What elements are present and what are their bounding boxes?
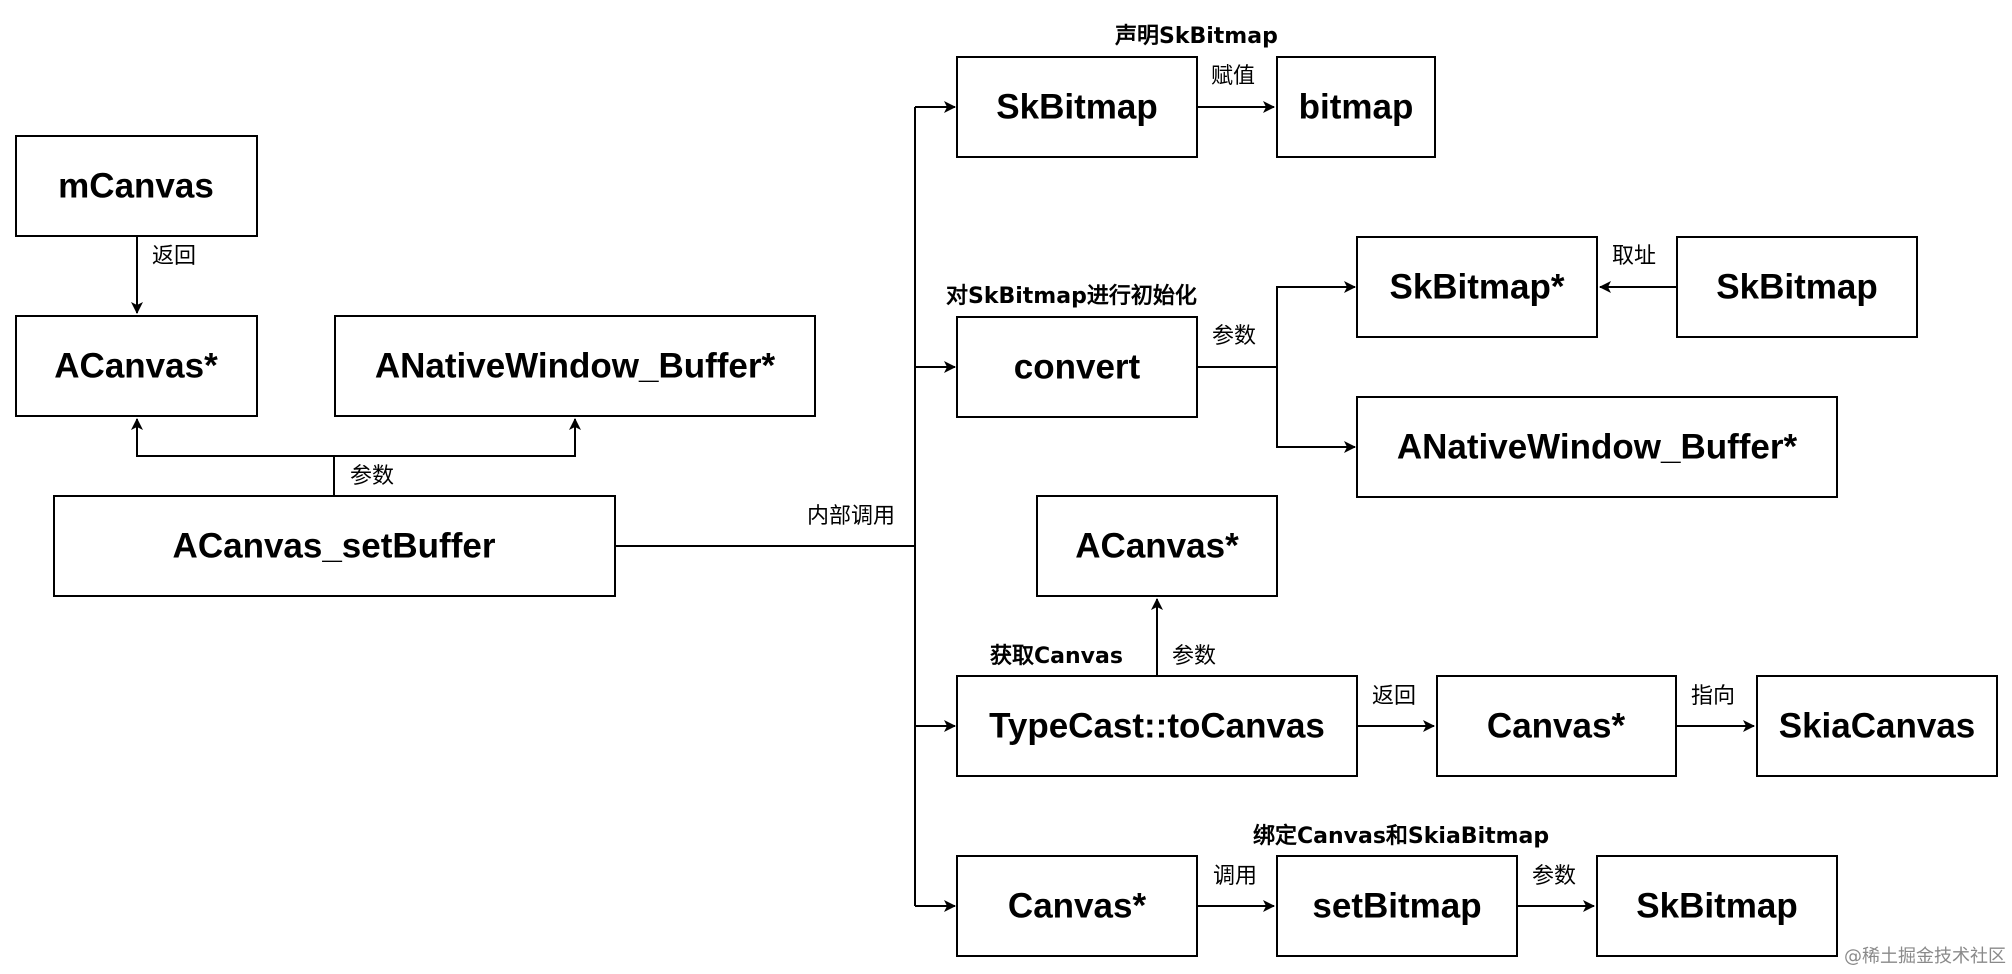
node-skiacanvas: SkiaCanvas [1756,675,1998,777]
label-init-skbitmap: 对SkBitmap进行初始化 [946,283,1197,309]
label-param-3: 参数 [1172,644,1216,669]
node-acanvas-left-label: ACanvas* [54,346,218,385]
edge-setbuffer-to-anw-buffer [334,418,581,457]
node-skbitmap-bottom-label: SkBitmap [1636,886,1797,925]
edge-convert-to-skbitmap-ptr [1276,281,1356,367]
node-convert-label: convert [1014,347,1141,386]
label-get-canvas: 获取Canvas [990,644,1123,669]
node-acanvas-right: ACanvas* [1036,495,1278,597]
node-skbitmap-ptr: SkBitmap* [1356,236,1598,338]
label-bind-canvas: 绑定Canvas和SkiaBitmap [1253,823,1549,849]
edge-convert-to-anw-buffer [1276,367,1356,453]
node-canvas-ptr-bottom-label: Canvas* [1008,886,1147,925]
watermark: @稀土掘金技术社区 [1844,946,2006,967]
node-canvas-ptr-mid-label: Canvas* [1487,706,1626,745]
label-return-1: 返回 [152,244,196,269]
node-skbitmap-src: SkBitmap [1676,236,1918,338]
node-bitmap-label: bitmap [1299,87,1414,126]
node-bitmap: bitmap [1276,56,1436,158]
node-convert: convert [956,316,1198,418]
node-typecast: TypeCast::toCanvas [956,675,1358,777]
label-take-address: 取址 [1612,244,1656,269]
node-acanvas-left: ACanvas* [15,315,258,417]
label-return-2: 返回 [1372,684,1416,709]
node-setbitmap-label: setBitmap [1312,886,1481,925]
node-acanvas-setbuffer-label: ACanvas_setBuffer [173,526,496,565]
node-anw-buffer-left: ANativeWindow_Buffer* [334,315,816,417]
node-skbitmap-decl: SkBitmap [956,56,1198,158]
node-acanvas-right-label: ACanvas* [1075,526,1239,565]
node-skbitmap-ptr-label: SkBitmap* [1389,267,1564,306]
node-setbitmap: setBitmap [1276,855,1518,957]
node-anw-buffer-left-label: ANativeWindow_Buffer* [375,346,776,385]
label-internal-call: 内部调用 [807,504,895,529]
label-param-1: 参数 [350,464,394,489]
edge-setbuffer-to-acanvas [131,418,335,496]
label-assign: 赋值 [1211,64,1255,89]
node-canvas-ptr-mid: Canvas* [1436,675,1677,777]
label-call: 调用 [1213,864,1257,889]
label-param-4: 参数 [1532,864,1576,889]
label-declare-skbitmap: 声明SkBitmap [1114,24,1278,49]
node-mcanvas: mCanvas [15,135,258,237]
node-canvas-ptr-bottom: Canvas* [956,855,1198,957]
node-skbitmap-decl-label: SkBitmap [996,87,1157,126]
node-skiacanvas-label: SkiaCanvas [1779,706,1976,745]
node-skbitmap-src-label: SkBitmap [1716,267,1877,306]
node-typecast-label: TypeCast::toCanvas [989,706,1325,745]
node-mcanvas-label: mCanvas [58,166,214,205]
label-point-to: 指向 [1691,684,1735,709]
node-skbitmap-bottom: SkBitmap [1596,855,1838,957]
label-param-2: 参数 [1212,324,1256,349]
node-anw-buffer-right-label: ANativeWindow_Buffer* [1397,427,1798,466]
node-acanvas-setbuffer: ACanvas_setBuffer [53,495,616,597]
node-anw-buffer-right: ANativeWindow_Buffer* [1356,396,1838,498]
